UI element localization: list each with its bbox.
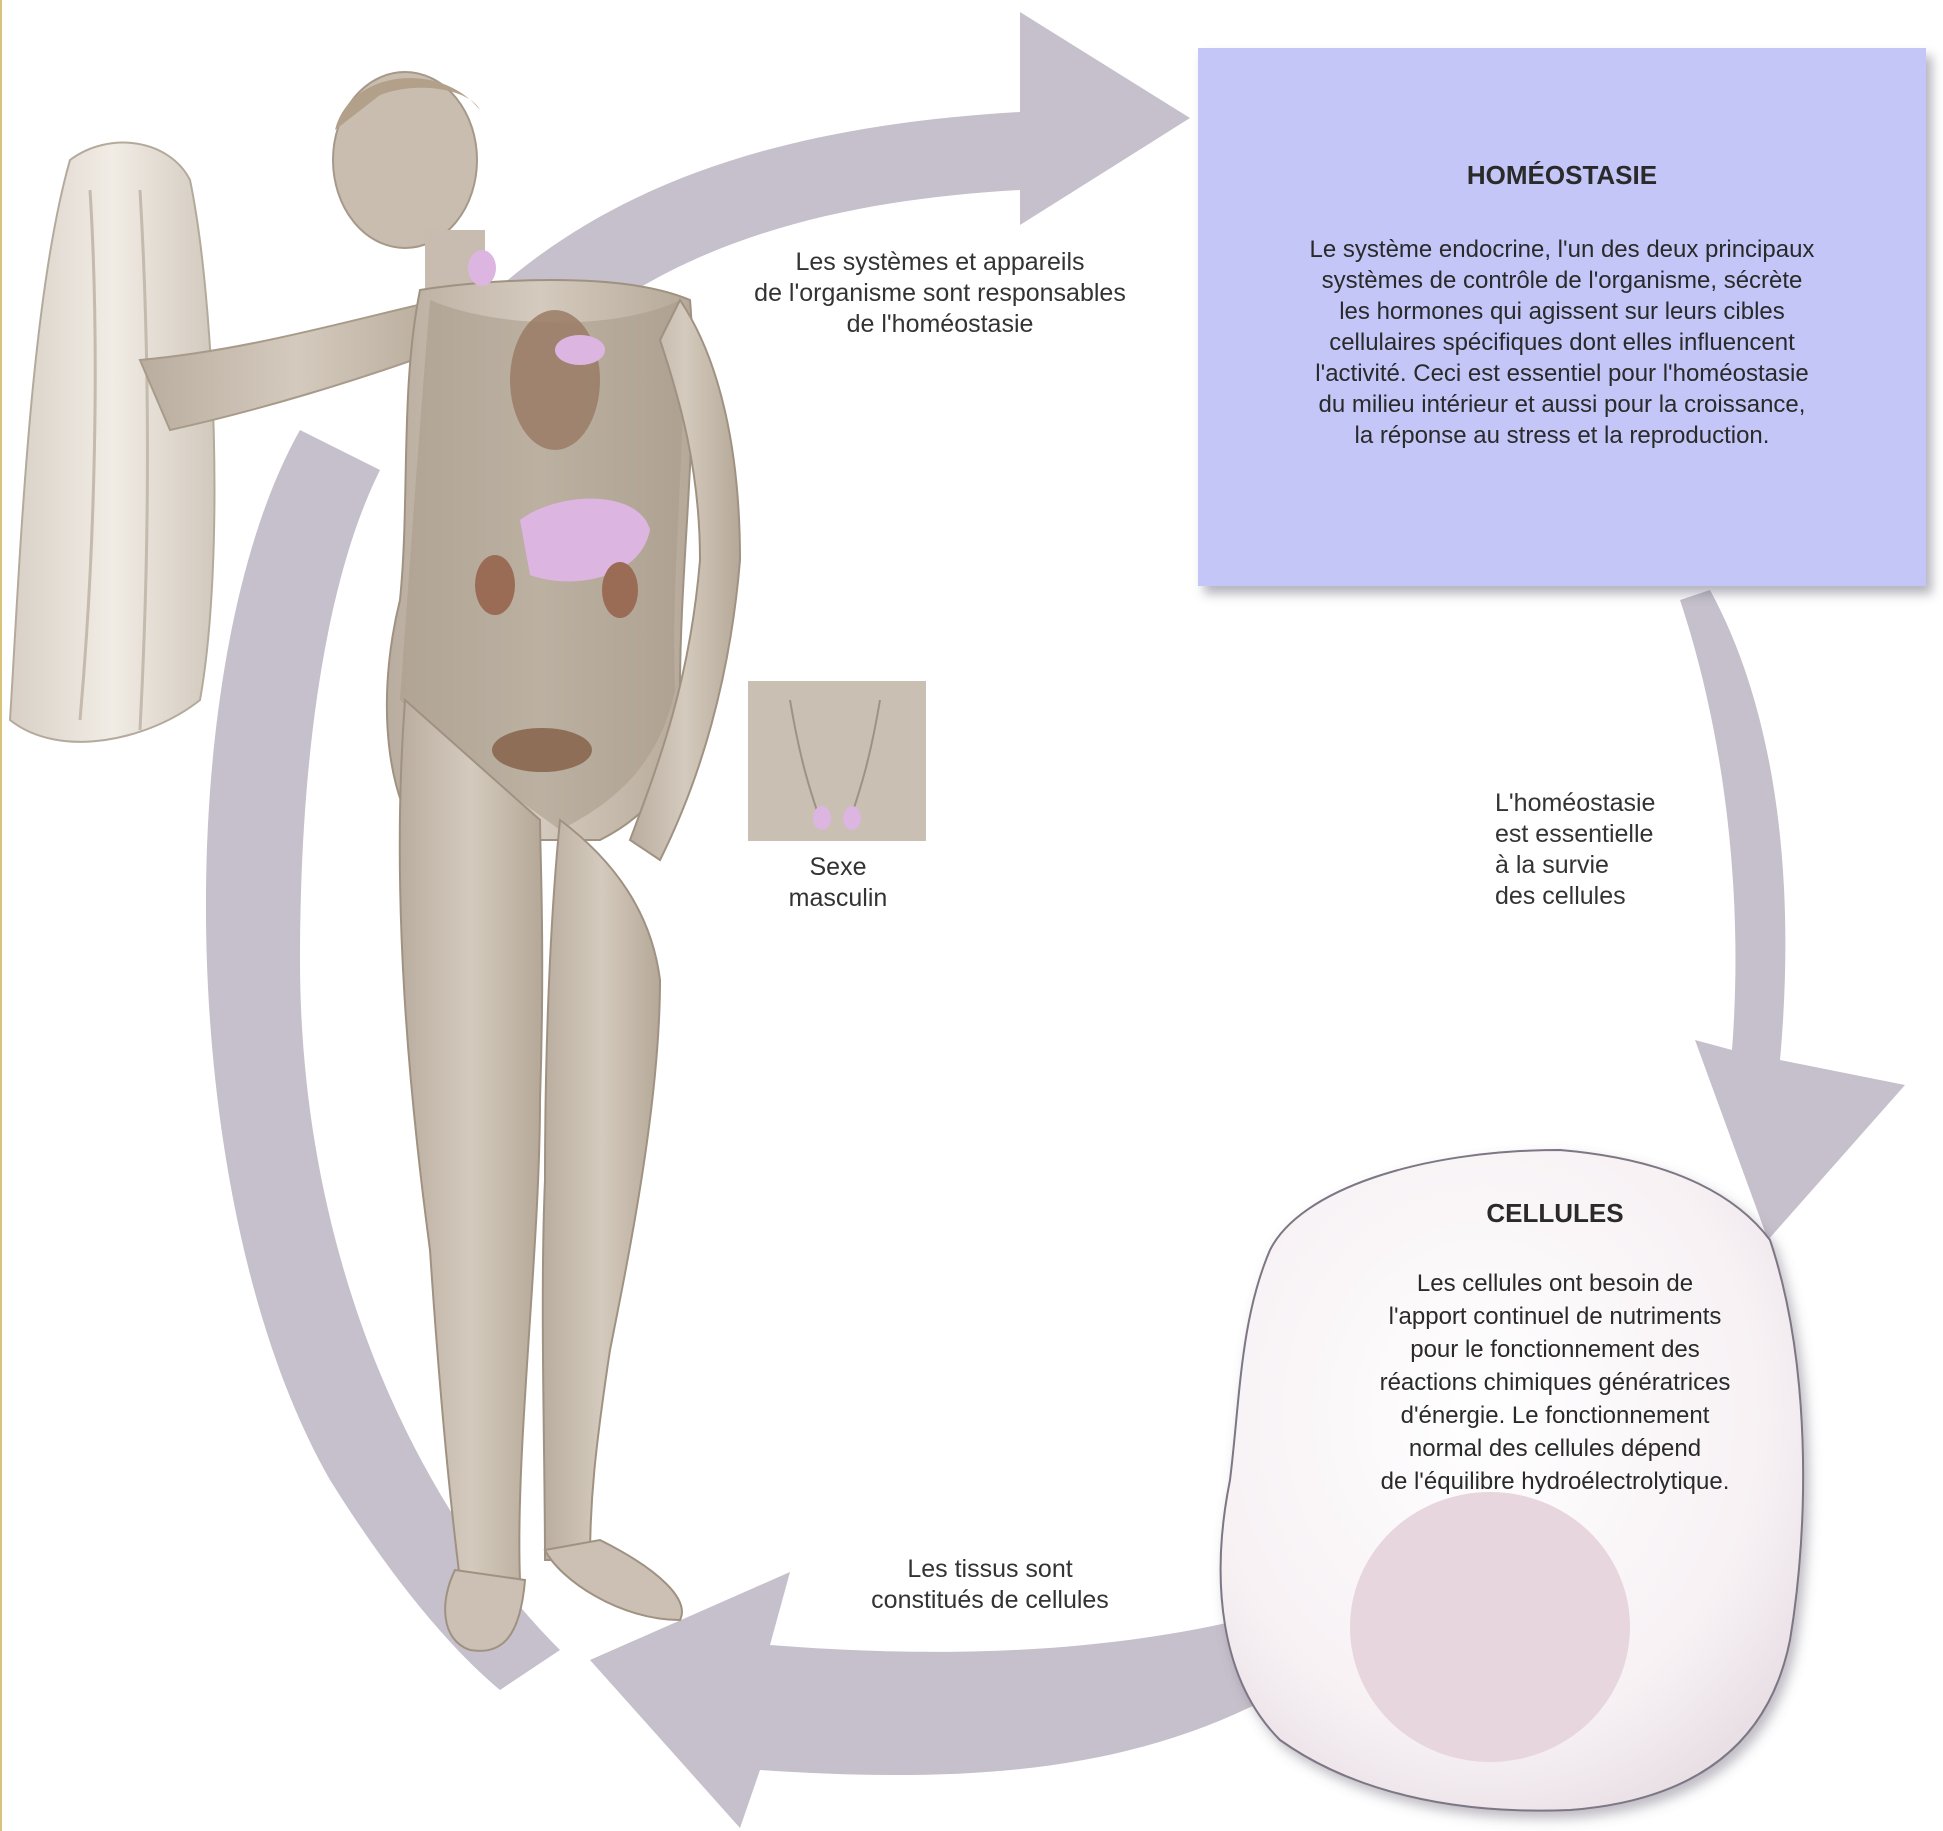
arrow-homeostasis-to-cells	[1680, 590, 1905, 1240]
label-homeostasis-survival: L'homéostasie est essentielle à la survi…	[1495, 788, 1725, 912]
cells-text: Les cellules ont besoin de l'apport cont…	[1290, 1267, 1820, 1498]
label-tissues-cells: Les tissus sont constitués de cellules	[820, 1554, 1160, 1616]
male-inset-image	[748, 681, 926, 841]
homeostasis-title: HOMÉOSTASIE	[1198, 160, 1926, 191]
homeostasis-text: Le système endocrine, l'un des deux prin…	[1238, 234, 1886, 451]
homeostasis-box: HOMÉOSTASIE Le système endocrine, l'un d…	[1198, 48, 1926, 586]
cell-nucleus	[1350, 1492, 1630, 1762]
cells-title: CELLULES	[1330, 1198, 1780, 1229]
label-systems-responsible: Les systèmes et appareils de l'organisme…	[700, 247, 1180, 340]
inset-caption: Sexe masculin	[738, 852, 938, 914]
